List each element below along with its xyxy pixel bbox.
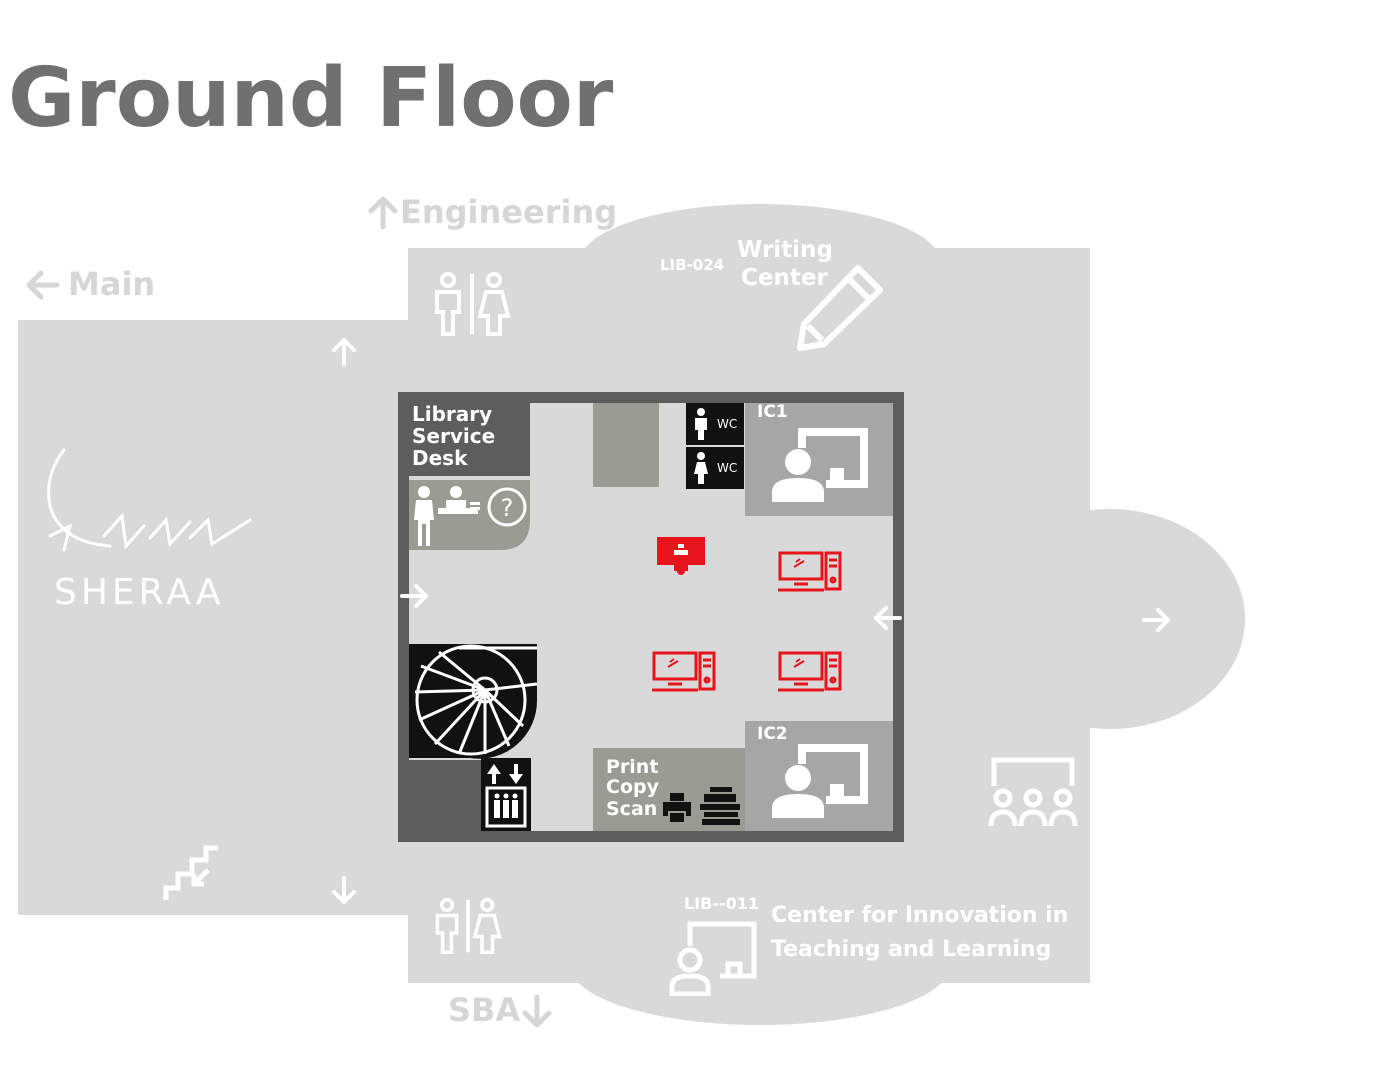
citl-line1: Center for Innovation in <box>771 903 1069 928</box>
restroom-icon <box>435 272 511 336</box>
male-icon <box>695 408 707 440</box>
stair-landing <box>409 760 481 831</box>
stairs-down-icon[interactable] <box>162 844 222 902</box>
writing-center-area <box>580 204 940 320</box>
computer-icon[interactable] <box>776 550 844 592</box>
presentation-icon <box>669 921 757 996</box>
main-direction[interactable]: Main <box>24 268 155 302</box>
engineering-label: Engineering <box>400 193 618 231</box>
help-icon[interactable]: ? <box>486 486 528 528</box>
sheraa-logo-text: SHERAA <box>54 572 225 613</box>
elevator-icon[interactable] <box>484 762 528 828</box>
ic2-label: IC2 <box>757 724 788 744</box>
print-line1: Print <box>606 756 659 778</box>
engineering-direction[interactable]: Engineering <box>366 196 617 230</box>
service-desk-header <box>409 403 530 476</box>
east-arrow-right-icon <box>1142 608 1170 632</box>
east-lobby <box>975 509 1245 729</box>
copier-icon[interactable] <box>700 786 740 826</box>
service-desk-line1: Library <box>412 402 493 426</box>
kiosk-icon[interactable] <box>656 536 706 576</box>
main-label: Main <box>68 265 156 303</box>
spiral-stair-icon[interactable] <box>409 644 537 758</box>
main-corridor <box>18 320 428 915</box>
writing-center-line1: Writing <box>737 237 833 263</box>
service-desk-line3: Desk <box>412 446 468 470</box>
print-line3: Scan <box>606 798 658 820</box>
gray-room <box>593 403 659 487</box>
arrow-left-icon <box>24 268 60 302</box>
citl-line2: Teaching and Learning <box>771 937 1052 962</box>
service-desk-line2: Service <box>412 424 496 448</box>
printer-icon[interactable] <box>662 792 692 824</box>
service-desk-counter <box>409 480 530 550</box>
citl-code: LIB--011 <box>684 894 760 913</box>
page-title: Ground Floor <box>8 51 614 146</box>
computer-icon[interactable] <box>776 650 844 692</box>
sba-direction[interactable]: SBA <box>448 994 554 1030</box>
female-icon <box>694 452 708 484</box>
svg-text:?: ? <box>501 494 514 522</box>
computer-icon[interactable] <box>650 650 718 692</box>
corridor-arrow-down-icon <box>332 876 356 904</box>
ic1-label: IC1 <box>757 402 788 422</box>
restroom-icon <box>435 898 502 954</box>
pencil-icon[interactable] <box>794 262 886 352</box>
presentation-icon[interactable] <box>770 740 870 820</box>
audience-icon[interactable] <box>988 756 1078 828</box>
print-line2: Copy <box>606 776 659 798</box>
corridor-arrow-up-icon <box>332 338 356 366</box>
writing-center-line2: Center <box>741 265 828 291</box>
entrance-arrow-left-icon <box>874 606 902 630</box>
desk-staff-icon <box>414 486 480 546</box>
citl-area <box>570 905 950 1025</box>
wc-male-label: WC <box>717 417 738 431</box>
sheraa-logo-icon <box>47 448 252 552</box>
sba-label: SBA <box>448 991 521 1029</box>
presentation-icon[interactable] <box>770 424 870 504</box>
arrow-down-icon <box>520 994 554 1030</box>
arrow-up-icon <box>366 196 400 230</box>
writing-center-code: LIB-024 <box>660 256 725 274</box>
wc-female-label: WC <box>717 461 738 475</box>
entrance-arrow-right-icon <box>400 584 428 608</box>
